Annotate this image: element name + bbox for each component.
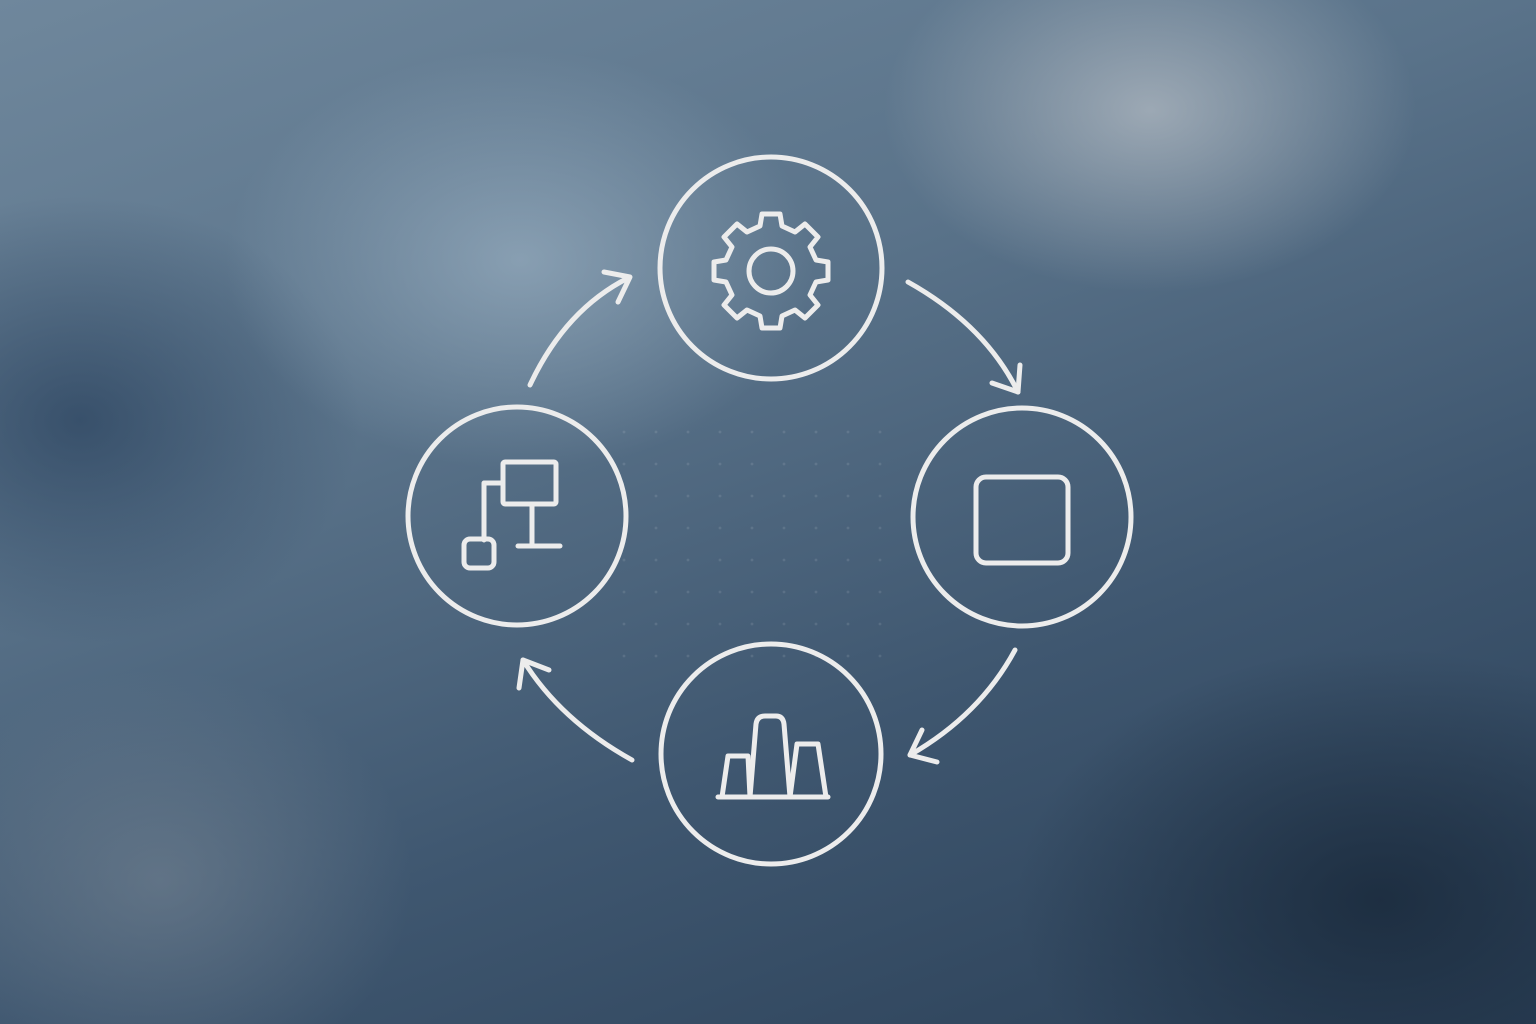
- node-top-circle: [657, 154, 885, 382]
- bar-chart-icon: [715, 713, 831, 800]
- center-dot-grid: [610, 420, 910, 680]
- gear-icon: [711, 211, 831, 331]
- node-bottom-circle: [658, 641, 884, 867]
- node-right-circle: [910, 405, 1134, 629]
- square-icon: [973, 474, 1071, 566]
- arrow-right-to-bottom: [907, 647, 1018, 765]
- flowchart-icon: [461, 459, 563, 571]
- node-left-circle: [405, 404, 629, 628]
- node-bottom: [658, 641, 884, 867]
- node-left: [405, 404, 629, 628]
- node-right: [910, 405, 1134, 629]
- arrow-bottom-to-left: [516, 657, 635, 763]
- arrow-left-to-top: [527, 269, 633, 388]
- arrow-top-to-right: [905, 279, 1023, 395]
- node-top: [657, 154, 885, 382]
